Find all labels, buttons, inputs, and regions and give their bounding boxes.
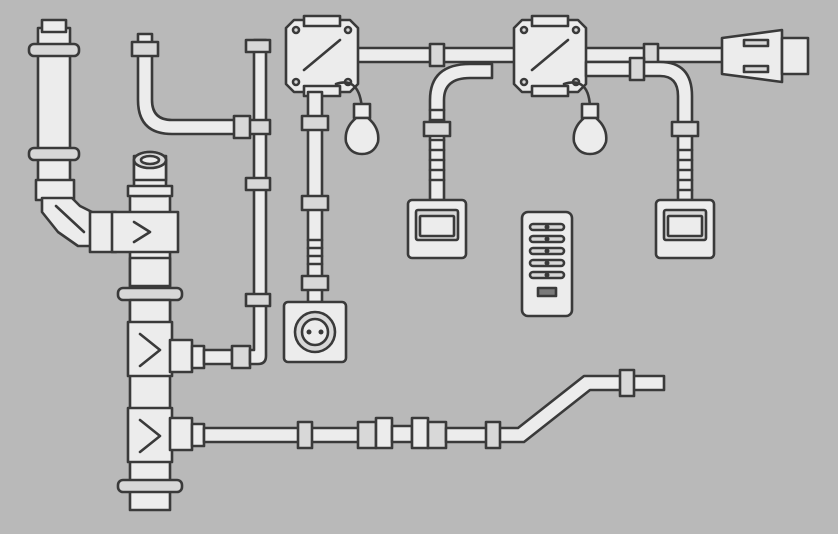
conduit-clamp-icon bbox=[428, 42, 446, 68]
power-plug-icon bbox=[720, 28, 810, 84]
socket-conduit-icon bbox=[300, 90, 330, 304]
light-bulb-icon bbox=[344, 102, 380, 156]
tee-fitting-icon bbox=[110, 210, 180, 288]
branch-pipe-lower-icon bbox=[168, 368, 666, 452]
wall-switch-icon bbox=[654, 198, 716, 260]
remote-control-icon bbox=[520, 210, 574, 318]
power-socket-icon bbox=[282, 300, 348, 364]
light-bulb-icon bbox=[572, 102, 608, 156]
corrugated-conduit-icon bbox=[422, 62, 494, 202]
wall-switch-icon bbox=[406, 198, 468, 260]
bent-pipe-icon bbox=[130, 32, 252, 140]
vertical-drain-pipe-icon bbox=[27, 18, 81, 202]
junction-box-icon bbox=[512, 14, 588, 98]
lower-stack-pipe-icon bbox=[116, 298, 184, 512]
branch-pipe-upper-icon bbox=[168, 38, 272, 374]
elbow-fitting-icon bbox=[40, 196, 118, 254]
pipe-clamp-icon bbox=[116, 286, 184, 302]
